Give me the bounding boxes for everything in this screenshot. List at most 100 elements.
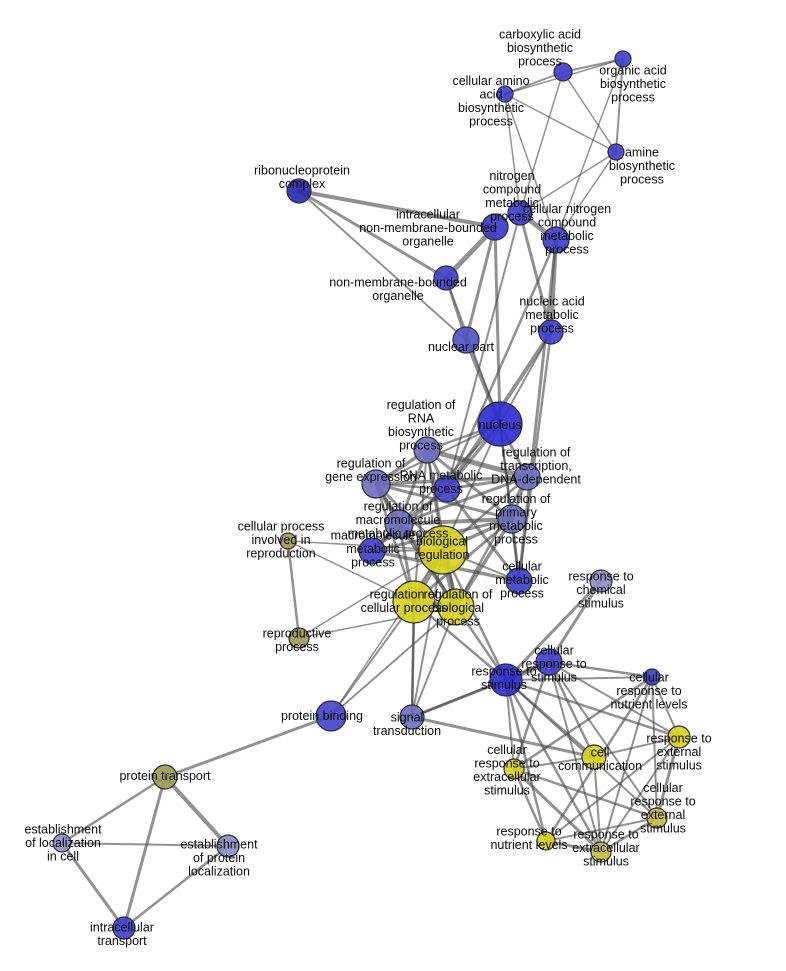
graph-node-reg_transcription_dna[interactable] xyxy=(513,463,541,491)
graph-node-macromolecule_metabolic[interactable] xyxy=(358,537,386,565)
graph-edge-establishment_localization_cell--intracellular_transport xyxy=(60,841,126,930)
graph-node-response_chemical[interactable] xyxy=(589,569,613,593)
graph-node-cellular_nitrogen_compound_metabolic[interactable] xyxy=(542,226,570,254)
graph-node-reg_biological_process[interactable] xyxy=(437,588,475,626)
graph-edge-cellular_process_reproduction--reproductive_process xyxy=(286,539,301,640)
graph-node-intracellular_transport[interactable] xyxy=(112,916,136,940)
graph-node-nitrogen_compound_metabolic[interactable] xyxy=(507,200,533,226)
nodes-layer xyxy=(52,50,691,940)
graph-edge-cellular_amino_acid_biosynthetic--nitrogen_compound_metabolic xyxy=(504,93,521,214)
graph-edge-reg_rna_biosynthetic--reg_transcription_dna xyxy=(424,447,530,480)
graph-edge-response_nutrient--cellular_response_external xyxy=(545,817,658,842)
graph-edge-response_extracellular--cellular_response_external xyxy=(599,816,659,854)
graph-edge-cellular_amino_acid_biosynthetic--cellular_nitrogen_compound_metabolic xyxy=(504,93,557,241)
graph-edge-carboxylic_acid_biosynthetic--amine_biosynthetic xyxy=(562,71,617,153)
graph-edge-biological_regulation--signal_transduction xyxy=(411,549,444,718)
graph-node-nuclear_part[interactable] xyxy=(452,326,480,354)
graph-node-biological_regulation[interactable] xyxy=(418,525,468,575)
graph-edge-cellular_response_stimulus--response_extracellular xyxy=(548,661,602,853)
graph-edge-cell_communication--response_extracellular xyxy=(593,756,602,853)
graph-edge-cellular_response_extracellular--response_extracellular xyxy=(512,767,603,854)
graph-edge-organic_acid_biosynthetic--cellular_nitrogen_compound_metabolic xyxy=(555,58,624,241)
graph-node-reg_primary_metabolic[interactable] xyxy=(497,504,527,534)
graph-node-reg_rna_biosynthetic[interactable] xyxy=(413,436,441,464)
graph-edge-cellular_response_stimulus--cell_communication xyxy=(547,660,596,759)
graph-edge-ribonucleoprotein_complex--nuclear_part xyxy=(298,190,467,341)
graph-node-cellular_response_nutrient[interactable] xyxy=(643,668,661,686)
graph-edge-nucleus--reg_macromolecule_metabolic xyxy=(398,423,501,525)
graph-node-reg_macromolecule_metabolic[interactable] xyxy=(384,509,414,539)
graph-node-reg_cellular_process[interactable] xyxy=(392,580,436,624)
graph-edge-protein_binding--reg_cellular_process xyxy=(330,601,415,717)
graph-node-cellular_process_reproduction[interactable] xyxy=(279,532,297,550)
graph-node-signal_transduction[interactable] xyxy=(399,704,425,730)
graph-edge-cellular_response_extracellular--cellular_response_external xyxy=(512,767,659,820)
graph-node-cell_communication[interactable] xyxy=(581,744,607,770)
graph-edge-protein_transport--intracellular_transport xyxy=(122,775,167,930)
graph-node-amine_biosynthetic[interactable] xyxy=(607,143,625,161)
graph-node-reg_gene_expression[interactable] xyxy=(361,469,391,499)
graph-node-response_stimulus[interactable] xyxy=(489,663,523,697)
graph-node-cellular_response_external[interactable] xyxy=(646,807,668,829)
graph-node-response_external[interactable] xyxy=(667,725,691,749)
graph-node-cellular_response_stimulus[interactable] xyxy=(535,648,563,676)
graph-node-establishment_protein_localization[interactable] xyxy=(216,834,240,858)
graph-edge-cellular_response_extracellular--response_nutrient xyxy=(512,767,548,843)
graph-edge-cellular_process_reproduction--reg_cellular_process xyxy=(287,540,415,603)
graph-node-organic_acid_biosynthetic[interactable] xyxy=(614,50,632,68)
graph-edge-amine_biosynthetic--cellular_nitrogen_compound_metabolic xyxy=(555,151,617,241)
graph-edge-protein_transport--establishment_protein_localization xyxy=(163,775,230,848)
graph-node-response_nutrient[interactable] xyxy=(536,831,556,851)
graph-edge-nitrogen_compound_metabolic--rna_metabolic xyxy=(446,212,521,490)
graph-edge-ribonucleoprotein_complex--nmb_organelle xyxy=(297,189,448,280)
graph-edge-response_stimulus--cellular_response_external xyxy=(505,679,658,819)
graph-node-nucleic_acid_metabolic[interactable] xyxy=(538,319,564,345)
graph-edge-protein_binding--biological_regulation xyxy=(330,549,444,717)
graph-edge-carboxylic_acid_biosynthetic--nitrogen_compound_metabolic xyxy=(519,71,564,214)
graph-node-cellular_amino_acid_biosynthetic[interactable] xyxy=(496,85,514,103)
graph-edge-carboxylic_acid_biosynthetic--organic_acid_biosynthetic xyxy=(562,58,624,73)
graph-node-reproductive_process[interactable] xyxy=(288,627,310,649)
graph-node-establishment_localization_cell[interactable] xyxy=(52,833,72,853)
graph-node-cellular_metabolic[interactable] xyxy=(505,567,533,595)
graph-node-carboxylic_acid_biosynthetic[interactable] xyxy=(553,62,573,82)
graph-edge-reg_macromolecule_metabolic--reg_primary_metabolic xyxy=(397,517,514,526)
graph-edge-cellular_response_nutrient--response_extracellular xyxy=(600,676,653,853)
graph-node-rna_metabolic[interactable] xyxy=(433,475,461,503)
graph-edge-carboxylic_acid_biosynthetic--cellular_amino_acid_biosynthetic xyxy=(504,71,564,95)
graph-edge-amine_biosynthetic--nitrogen_compound_metabolic xyxy=(519,151,617,214)
graph-edge-response_external--cell_communication xyxy=(593,736,680,758)
graph-edge-cellular_response_stimulus--response_chemical xyxy=(547,579,603,664)
graph-edge-cellular_amino_acid_biosynthetic--amine_biosynthetic xyxy=(504,93,617,153)
graph-edge-protein_transport--establishment_localization_cell xyxy=(60,775,167,845)
graph-edge-cellular_nitrogen_compound_metabolic--rna_metabolic xyxy=(445,238,558,491)
graph-edge-cellular_nitrogen_compound_metabolic--cellular_metabolic xyxy=(517,238,558,583)
graph-node-protein_binding[interactable] xyxy=(315,700,347,732)
graph-edge-reg_biological_process--signal_transduction xyxy=(411,606,457,718)
graph-edge-response_external--response_extracellular xyxy=(600,736,680,853)
graph-edge-reproductive_process--biological_regulation xyxy=(298,549,444,639)
graph-node-response_extracellular[interactable] xyxy=(590,841,612,863)
graph-edge-protein_binding--protein_transport xyxy=(163,714,333,779)
graph-node-nmb_organelle[interactable] xyxy=(433,265,459,291)
graph-edge-response_stimulus--response_external xyxy=(504,678,681,739)
graph-edge-protein_binding--reg_biological_process xyxy=(330,606,457,717)
graph-edge-rna_metabolic--cellular_metabolic xyxy=(445,487,521,583)
graph-edge-cellular_response_stimulus--response_external xyxy=(548,661,680,738)
graph-edge-cellular_response_stimulus--cellular_response_external xyxy=(548,661,658,819)
graph-edge-intracellular_nmb_organelle--nuclear_part xyxy=(464,225,497,342)
graph-node-ribonucleoprotein_complex[interactable] xyxy=(286,178,312,204)
graph-edge-organic_acid_biosynthetic--amine_biosynthetic xyxy=(615,58,624,153)
graph-node-nucleus[interactable] xyxy=(477,401,523,447)
graph-edge-intracellular_nmb_organelle--nucleus xyxy=(493,225,502,426)
graph-node-protein_transport[interactable] xyxy=(152,764,178,790)
graph-node-intracellular_nmb_organelle[interactable] xyxy=(481,213,509,241)
graph-edge-establishment_protein_localization--intracellular_transport xyxy=(122,844,230,930)
graph-edge-cellular_response_stimulus--cellular_response_nutrient xyxy=(547,660,654,679)
graph-edge-response_stimulus--response_chemical xyxy=(504,579,603,682)
graph-edge-response_external--cellular_response_external xyxy=(655,735,681,820)
graph-node-cellular_response_extracellular[interactable] xyxy=(503,758,525,780)
